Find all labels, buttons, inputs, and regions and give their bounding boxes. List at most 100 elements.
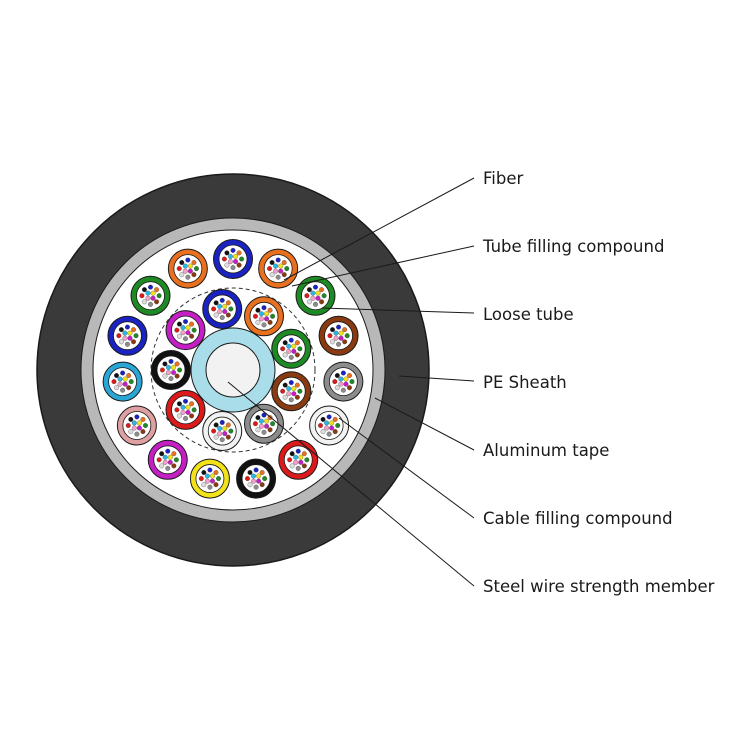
fiber-icon: [156, 293, 162, 299]
loose-tube-icon: [107, 315, 148, 356]
fiber-icon: [131, 420, 137, 426]
fiber-icon: [333, 330, 339, 336]
leader-line-aluminum-tape: [374, 397, 475, 451]
fiber-icon: [189, 333, 195, 339]
fiber-icon: [310, 295, 316, 301]
fiber-icon: [176, 413, 182, 419]
fiber-icon: [264, 418, 269, 424]
fiber-icon: [313, 301, 318, 307]
fiber-icon: [124, 324, 130, 330]
fiber-icon: [180, 409, 186, 415]
fiber-icon: [222, 309, 228, 314]
fiber-icon: [134, 431, 140, 437]
fiber-icon: [264, 316, 269, 322]
fiber-icon: [320, 429, 326, 435]
fiber-icon: [278, 263, 284, 269]
fiber-icon: [267, 427, 273, 433]
fiber-icon: [298, 454, 304, 460]
fiber-icon: [165, 465, 171, 471]
fiber-icon: [329, 425, 335, 431]
loose-tube-icon: [236, 458, 277, 499]
fiber-icon: [165, 365, 171, 370]
fiber-icon: [185, 330, 191, 336]
fiber-icon: [122, 335, 128, 341]
fiber-icon: [140, 429, 146, 435]
fiber-icon: [207, 484, 213, 490]
fiber-icon: [262, 476, 268, 482]
fiber-icon: [343, 376, 349, 382]
fiber-icon: [216, 476, 221, 482]
fiber-icon: [168, 358, 174, 364]
fiber-icon: [131, 327, 136, 333]
fiber-icon: [179, 272, 185, 278]
fiber-icon: [306, 299, 312, 305]
fiber-icon: [301, 451, 307, 457]
leader-line-cable-filling: [338, 417, 475, 519]
fiber-icon: [334, 373, 340, 378]
fiber-icon: [210, 473, 215, 479]
fiber-icon: [139, 293, 145, 299]
fiber-icon: [228, 428, 234, 434]
fiber-icon: [176, 333, 182, 339]
fiber-icon: [174, 361, 180, 367]
fiber-icon: [171, 463, 177, 469]
fiber-icon: [176, 266, 182, 272]
fiber-icon: [127, 335, 133, 341]
loose-tube-icon: [102, 361, 143, 402]
fiber-icon: [336, 324, 342, 330]
loose-tube-icon: [295, 275, 336, 316]
fiber-icon: [259, 470, 265, 475]
fiber-icon: [219, 437, 225, 443]
fiber-icon: [145, 290, 151, 296]
loose-tube-icon: [167, 248, 208, 289]
fiber-icon: [221, 256, 227, 262]
fiber-icon: [136, 420, 142, 426]
fiber-icon: [222, 431, 228, 437]
fiber-icon: [182, 268, 188, 274]
fiber-icon: [270, 421, 276, 427]
fiber-icon: [148, 301, 153, 307]
fiber-icon: [204, 478, 210, 484]
fiber-icon: [233, 254, 238, 259]
fiber-icon: [225, 300, 231, 306]
loose-tube-icon: [202, 288, 243, 329]
fiber-icon: [329, 420, 335, 426]
fiber-icon: [204, 473, 210, 479]
fiber-icon: [291, 391, 297, 397]
fiber-icon: [291, 343, 297, 349]
fiber-icon: [183, 398, 188, 404]
fiber-icon: [122, 376, 128, 382]
fiber-icon: [191, 260, 197, 265]
fiber-icon: [126, 385, 132, 391]
fiber-icon: [189, 401, 195, 407]
binder-dashed-ring: [150, 287, 316, 453]
label-tube-filling-compound: Tube filling compound: [482, 237, 664, 256]
fiber-icon: [141, 287, 147, 293]
fiber-icon: [288, 354, 294, 360]
fiber-icon: [162, 454, 168, 460]
fiber-icon: [330, 339, 335, 345]
fiber-icon: [270, 313, 276, 319]
fiber-icon: [111, 379, 117, 385]
fiber-icon: [219, 315, 225, 320]
fiber-icon: [295, 448, 301, 454]
fiber-icon: [167, 454, 173, 460]
loose-tube-icon: [116, 405, 157, 446]
fiber-icon: [282, 352, 288, 358]
fiber-icon: [347, 373, 352, 378]
fiber-icon: [267, 319, 273, 325]
fiber-icon: [131, 425, 137, 431]
fiber-icon: [165, 370, 171, 375]
fiber-icon: [294, 382, 300, 388]
fiber-icon: [275, 257, 281, 263]
fiber-icon: [255, 319, 261, 325]
fiber-icon: [259, 423, 264, 429]
fiber-icon: [280, 346, 286, 352]
fiber-icon: [191, 272, 197, 278]
leader-line-loose-tube: [321, 307, 475, 314]
fiber-icon: [288, 337, 294, 343]
fiber-icon: [217, 426, 223, 431]
fiber-icon: [261, 305, 267, 311]
fiber-icon: [253, 467, 259, 473]
